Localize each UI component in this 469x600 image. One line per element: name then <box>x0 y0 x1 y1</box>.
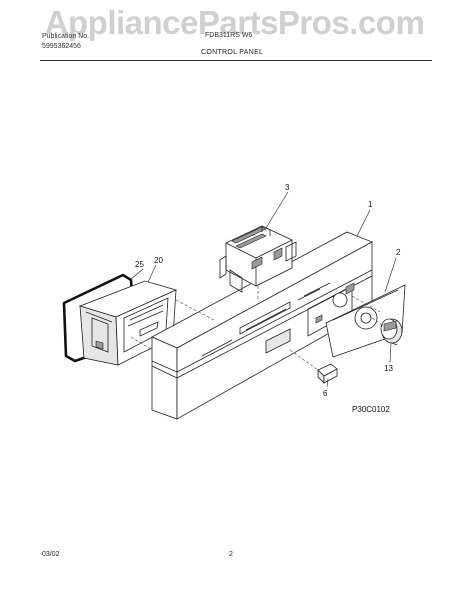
callout-3: 3 <box>285 183 290 192</box>
model-number: FDB311RS W6 <box>205 32 253 39</box>
button-part <box>317 363 338 384</box>
callout-6: 6 <box>323 389 328 398</box>
publication-info: Publication No. 5995362456 <box>42 32 89 52</box>
leader-lines <box>129 191 397 388</box>
timer-control-part <box>219 225 297 293</box>
callout-2: 2 <box>396 248 401 257</box>
publication-number: 5995362456 <box>42 43 81 50</box>
publication-label: Publication No. <box>42 33 90 40</box>
header-rule <box>40 60 432 61</box>
knob-part <box>380 318 403 346</box>
overlay-part <box>325 284 406 358</box>
section-title: CONTROL PANEL <box>201 49 264 56</box>
control-panel-part <box>151 231 373 420</box>
callout-20: 20 <box>154 256 163 265</box>
assembly-lines <box>130 286 385 371</box>
footer-page-number: 2 <box>229 551 233 558</box>
callout-25: 25 <box>135 260 144 269</box>
callout-13: 13 <box>384 364 393 373</box>
footer-date: 03/02 <box>42 551 60 558</box>
diagram-code: P30C0102 <box>352 405 390 414</box>
callout-1: 1 <box>368 200 373 209</box>
watermark: AppliancePartsPros.com <box>44 4 425 41</box>
